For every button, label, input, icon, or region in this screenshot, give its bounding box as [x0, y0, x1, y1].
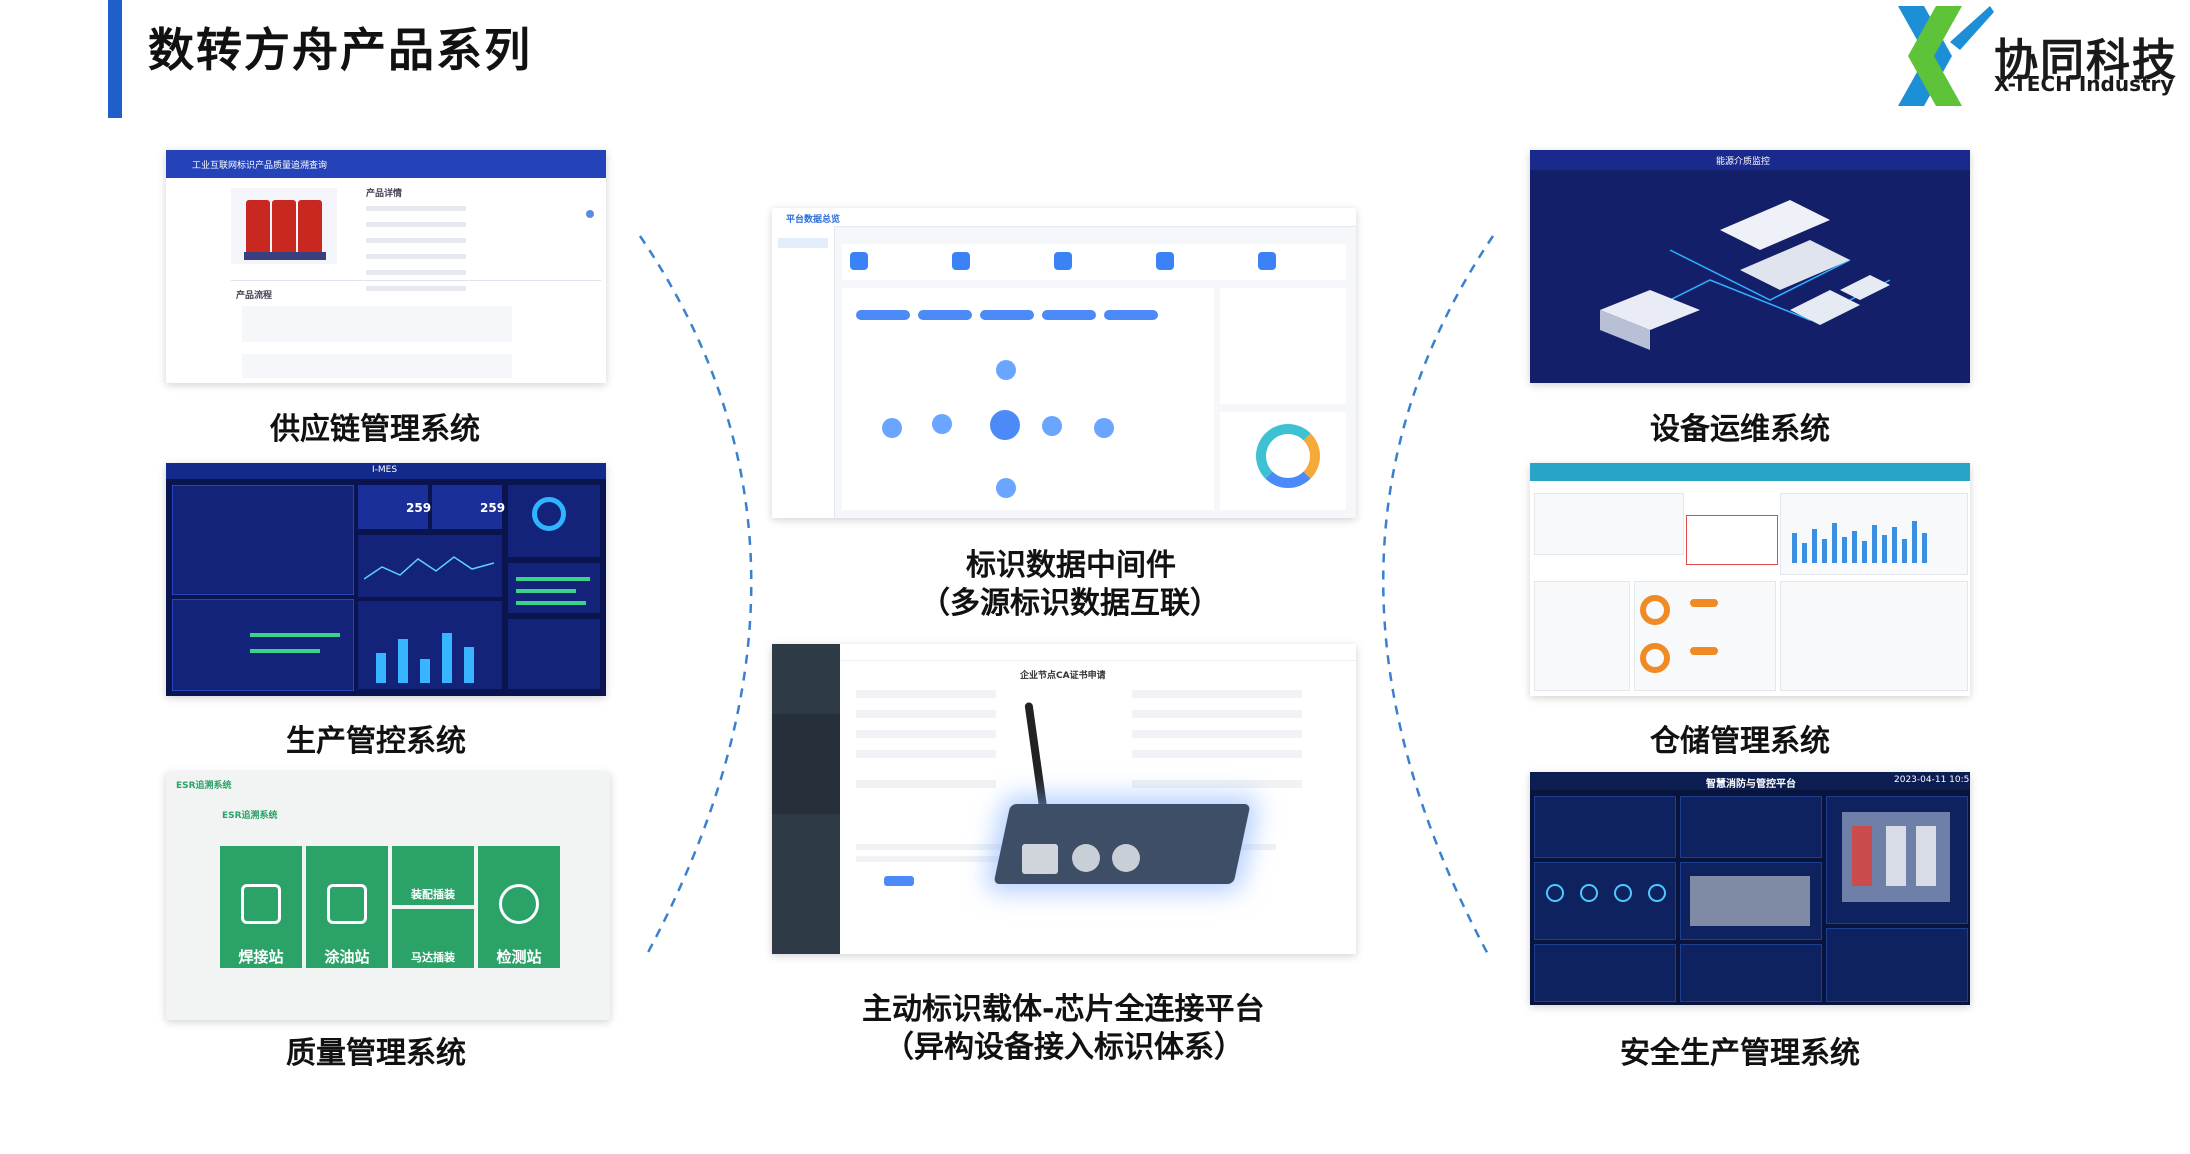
warehouse-screenshot[interactable] — [1530, 463, 1970, 696]
quality-app-name: ESR追溯系统 — [176, 781, 232, 791]
quality-section-title: ESR追溯系统 — [222, 811, 278, 821]
welding-icon — [241, 884, 281, 924]
company-logo: 协同科技 X-TECH Industry — [1890, 2, 2190, 110]
quality-screenshot[interactable]: ESR追溯系统 ESR追溯系统 焊接站 涂油站 装配插装 马达插装 检测站 — [166, 772, 610, 1020]
safety-screen-header: 智慧消防与管控平台 — [1706, 779, 1796, 790]
safety-screen-time: 2023-04-11 10:56:15 — [1894, 775, 1970, 785]
label-equipment: 设备运维系统 — [1650, 412, 1830, 447]
tile-assembly[interactable]: 装配插装 — [392, 846, 474, 905]
logo-name-en: X-TECH Industry — [1994, 72, 2174, 96]
tile-welding[interactable]: 焊接站 — [220, 846, 302, 968]
equipment-iso-map — [1600, 200, 1891, 350]
label-safety: 安全生产管理系统 — [1620, 1036, 1860, 1071]
x-tech-logo-icon — [1898, 6, 1994, 106]
label-chip-line1: 主动标识载体-芯片全连接平台 — [862, 992, 1265, 1027]
tile-motor[interactable]: 马达插装 — [392, 909, 474, 968]
logo-name-cn: 协同科技 — [1994, 35, 2178, 86]
inspection-icon — [499, 884, 539, 924]
label-middleware-line2: （多源标识数据互联） — [920, 586, 1220, 621]
label-middleware-line1: 标识数据中间件 — [966, 548, 1176, 583]
supply-chain-screenshot[interactable]: 工业互联网标识产品质量追溯查询 产品详情 产品流程 — [166, 150, 606, 383]
supply-screen-header: 工业互联网标识产品质量追溯查询 — [192, 161, 328, 171]
middleware-screenshot[interactable]: 平台数据总览 — [772, 208, 1356, 518]
equipment-screenshot[interactable]: 能源介质监控 — [1530, 150, 1970, 383]
label-production: 生产管控系统 — [286, 724, 466, 759]
production-screenshot[interactable]: I-MES 259 259 — [166, 463, 606, 696]
supply-section-flow: 产品流程 — [236, 291, 273, 301]
label-chip-line2: （异构设备接入标识体系） — [884, 1030, 1244, 1065]
production-value-2: 259 — [480, 501, 506, 515]
production-screen-header: I-MES — [372, 465, 398, 475]
production-value-1: 259 — [406, 501, 432, 515]
page-title: 数转方舟产品系列 — [148, 23, 532, 77]
supply-section-detail: 产品详情 — [366, 189, 403, 199]
oiling-icon — [327, 884, 367, 924]
title-accent-bar — [108, 0, 122, 118]
chip-form-title: 企业节点CA证书申请 — [1020, 671, 1106, 681]
label-supply-chain: 供应链管理系统 — [270, 412, 480, 447]
production-line-chart — [364, 556, 495, 580]
label-warehouse: 仓储管理系统 — [1650, 724, 1830, 759]
label-quality: 质量管理系统 — [286, 1036, 466, 1071]
tile-oiling[interactable]: 涂油站 — [306, 846, 388, 968]
equipment-screen-header: 能源介质监控 — [1716, 157, 1771, 167]
chip-platform-screenshot[interactable]: 企业节点CA证书申请 — [772, 644, 1356, 954]
safety-screenshot[interactable]: 智慧消防与管控平台 2023-04-11 10:56:15 — [1530, 772, 1970, 1005]
tile-inspection[interactable]: 检测站 — [478, 846, 560, 968]
middleware-app-name: 平台数据总览 — [786, 215, 841, 225]
